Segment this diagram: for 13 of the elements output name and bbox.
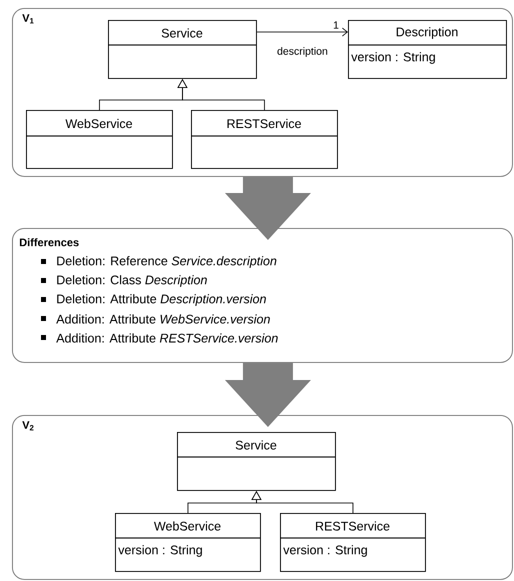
class-box: WebService version : String: [114, 513, 261, 572]
class-box: Service: [108, 20, 257, 79]
class-box: WebService: [26, 110, 173, 169]
block-arrow: [224, 362, 311, 427]
edge-label: description: [278, 47, 328, 57]
class-box: RESTService version : String: [280, 513, 426, 572]
class-box: RESTService: [190, 110, 338, 169]
differences-panel: Differences Deletion: Reference Service.description Deletion: Class Description Deletion: Attribute Description.version Addition: Attribute WebService.version Addition: Attribute RESTService.version: [12, 228, 513, 363]
block-arrow: [224, 176, 311, 240]
class-box: Service: [176, 432, 336, 491]
class-box: Description version : String: [348, 20, 507, 79]
association-arrow: [256, 28, 348, 36]
multiplicity-label: 1: [334, 21, 338, 29]
